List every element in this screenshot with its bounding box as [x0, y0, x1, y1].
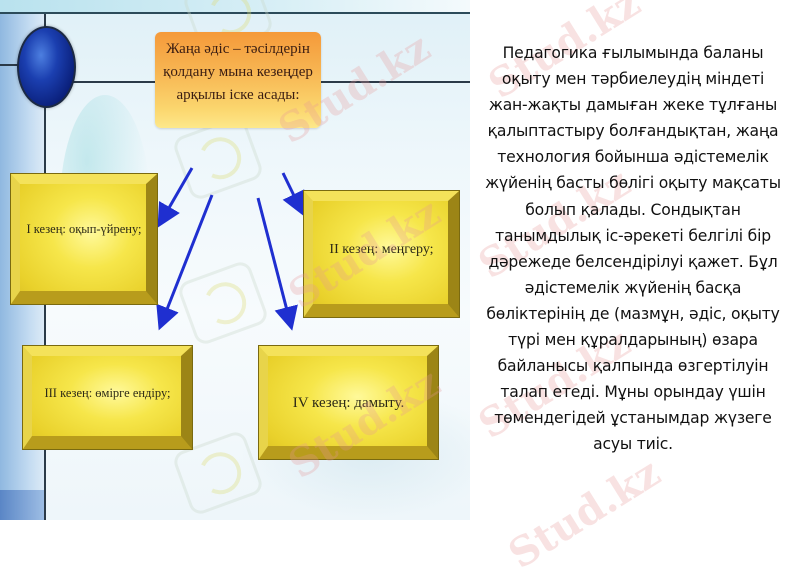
paragraph-line: Педагогика ғылымында баланы	[502, 44, 764, 62]
stage-label: II кезең: меңгеру;	[329, 242, 434, 257]
watermark-text: Stud.kz	[500, 448, 669, 578]
stage-label: I кезең: оқып-үйрену;	[26, 221, 142, 236]
paragraph-line: дәрежеде белсендірілуі қажет. Бұл	[488, 252, 778, 271]
left-strip-bottom	[0, 490, 44, 520]
paragraph-line: танымдылық іс-әрекеті белгілі бір	[495, 226, 771, 245]
paragraph-line: әдістемелік жүйенің басқа	[524, 278, 742, 297]
horizontal-rule	[0, 64, 22, 66]
watermark-logo-icon	[176, 258, 270, 348]
stage-box-1: I кезең: оқып-үйрену;	[10, 173, 158, 305]
stage-box-4: IV кезең: дамыту.	[258, 345, 439, 460]
header-text: Жаңа әдіс – тәсілдерін қолдану мына кезе…	[163, 41, 313, 103]
diagram-slide: Жаңа әдіс – тәсілдерін қолдану мына кезе…	[0, 0, 470, 520]
paragraph-line: қалыптастыру болғандықтан, жаңа	[487, 122, 779, 141]
header-callout: Жаңа әдіс – тәсілдерін қолдану мына кезе…	[155, 32, 321, 128]
stage-label: III кезең: өмірге ендіру;	[44, 386, 171, 400]
stage-label: IV кезең: дамыту.	[292, 395, 405, 411]
arrow-to-stage-3	[156, 194, 214, 331]
top-band	[0, 0, 470, 14]
arrow-to-stage-2	[281, 172, 305, 217]
paragraph-line: талап етеді. Мұны орындау үшін	[500, 383, 766, 402]
paragraph-line: бөліктерінің де (мазмұн, әдіс, оқыту	[486, 304, 780, 323]
paragraph-line: асуы тиіс.	[593, 435, 673, 454]
arrow-to-stage-4	[256, 197, 298, 331]
globe-icon	[17, 26, 76, 108]
paragraph-line: жүйенің басты бөлігі оқыту мақсаты	[485, 174, 781, 193]
paragraph-line: оқыту мен тәрбиелеудің міндеті	[501, 70, 765, 89]
paragraph-line: жан-жақты дамыған жеке тұлғаны	[488, 96, 778, 115]
paragraph: Педагогика ғылымында баланы оқыту мен тә…	[472, 40, 794, 458]
paragraph-line: технология бойынша әдістемелік	[497, 148, 769, 167]
paragraph-line: байланысы қалпында өзгертілуін	[497, 357, 769, 376]
paragraph-line: болып қалады. Сондықтан	[525, 200, 741, 219]
paragraph-line: төмендегідей ұстанымдар жүзеге	[494, 409, 772, 428]
arrow-to-stage-1	[157, 167, 194, 228]
stage-box-2: II кезең: меңгеру;	[303, 190, 460, 318]
stage-box-3: III кезең: өмірге ендіру;	[22, 345, 193, 450]
paragraph-line: түрі мен құралдарының) өзара	[508, 331, 758, 350]
